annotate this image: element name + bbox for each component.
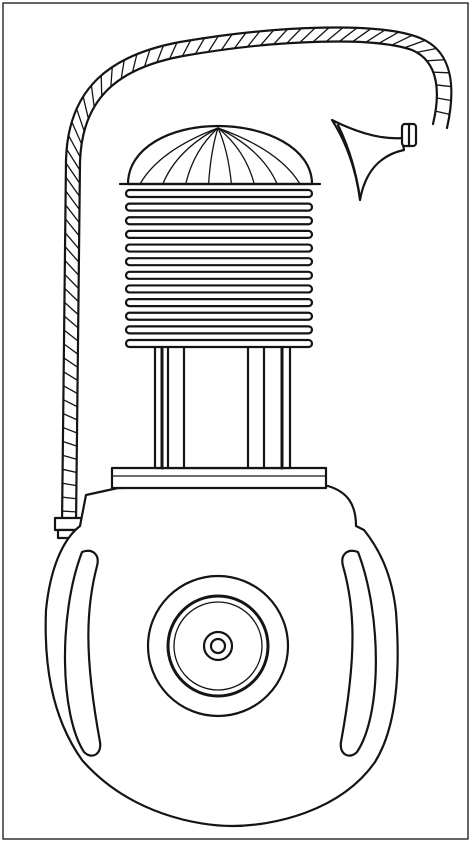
- hose-segment-ring: [325, 26, 344, 43]
- left-cooling-slot: [63, 549, 102, 757]
- hose-segment-ring: [61, 510, 77, 513]
- hose-segment-ring: [63, 287, 80, 303]
- hose-segment-ring: [61, 482, 78, 487]
- hose-segment-ring: [436, 97, 452, 102]
- hose-segment-ring: [65, 190, 81, 211]
- hose-segment-ring: [64, 245, 80, 263]
- hose-segment-ring: [64, 259, 80, 276]
- hose-segment-ring: [65, 162, 81, 185]
- hose-segment-ring: [110, 66, 113, 88]
- hose-segment-ring: [90, 84, 95, 108]
- hose-segment-ring: [351, 28, 372, 43]
- cooling-fin: [124, 270, 314, 280]
- cylinder-base-flange: [110, 466, 328, 490]
- hose-segment-ring: [312, 26, 330, 43]
- hose-segment-ring: [62, 412, 78, 421]
- cooling-fin: [124, 257, 314, 267]
- dome-rib: [162, 127, 219, 185]
- hose-segment-ring: [67, 134, 81, 158]
- hose-segment-ring: [364, 29, 386, 44]
- hose-segment-ring: [286, 27, 303, 44]
- dome-rib: [217, 127, 255, 185]
- flexible-hose: [60, 26, 453, 527]
- exhaust-horn: [330, 118, 418, 202]
- dome-ribs: [139, 127, 301, 185]
- hose-segment-ring: [64, 204, 80, 224]
- hose-segment-ring: [63, 371, 79, 382]
- hose-segment-ring: [338, 27, 358, 43]
- hose-segment-ring: [65, 148, 81, 171]
- crank-hub: [202, 630, 234, 662]
- cooling-fins: [124, 188, 314, 349]
- cooling-fin: [124, 216, 314, 226]
- hose-segment-ring: [120, 59, 125, 80]
- hose-segment-ring: [131, 53, 138, 73]
- hose-segment-ring: [390, 34, 413, 46]
- hose-outer-wall: [60, 26, 453, 527]
- dome-rib: [217, 127, 301, 185]
- hose-segment-ring: [71, 121, 83, 145]
- hose-segment-ring: [207, 35, 219, 53]
- hose-segment-ring: [259, 29, 275, 47]
- cooling-fin: [124, 325, 314, 335]
- cooling-fin: [124, 284, 314, 294]
- hose-segment-ring: [62, 440, 78, 447]
- hose-segment-ring: [435, 84, 452, 88]
- hose-segment-ring: [416, 47, 437, 54]
- cooling-fin: [124, 188, 314, 199]
- hose-segment-ring: [63, 315, 79, 329]
- hose-inner-wall: [74, 40, 438, 527]
- hose-segment-ring: [272, 28, 289, 45]
- cooling-fin: [124, 311, 314, 321]
- hose-segment-ring: [220, 33, 233, 51]
- hose-segment-ring: [64, 231, 80, 250]
- hose-segment-ring: [75, 108, 85, 132]
- dome-rib: [207, 127, 219, 185]
- flywheel-inner-ring: [166, 594, 270, 698]
- hose-segment-ring: [426, 59, 446, 62]
- hose-segment-ring: [62, 385, 79, 395]
- right-cooling-slot: [339, 549, 377, 757]
- hose-segment-ring: [246, 30, 261, 48]
- dome-rib: [185, 127, 219, 185]
- hose-segment-ring: [62, 454, 78, 460]
- hose-segment-ring: [377, 31, 400, 45]
- hose-segment-ring: [63, 329, 79, 342]
- hose-segment-rings: [61, 26, 452, 513]
- hose-segment-ring: [64, 218, 80, 237]
- hose-segment-ring: [233, 32, 247, 49]
- hose-segment-ring: [65, 176, 81, 198]
- hose-segment-ring: [62, 426, 78, 434]
- hose-segment-ring: [143, 48, 151, 68]
- hose-segment-ring: [156, 44, 165, 63]
- cylinder-dome-cap: [118, 124, 322, 186]
- hose-segment-ring: [194, 37, 206, 55]
- hose-segment-ring: [61, 468, 78, 474]
- hose-segment-ring: [82, 95, 90, 120]
- hose-segment-ring: [403, 39, 426, 49]
- dome-rib: [139, 127, 219, 185]
- hose-segment-ring: [432, 71, 450, 74]
- dome-rib: [217, 127, 278, 185]
- cooling-fin: [124, 202, 314, 212]
- hose-segment-ring: [61, 496, 77, 500]
- hose-segment-ring: [63, 343, 79, 355]
- hose-segment-ring: [181, 39, 192, 57]
- dome-rib: [217, 127, 233, 185]
- cooling-fin: [124, 297, 314, 308]
- cooling-fin: [124, 243, 314, 253]
- hose-segment-ring: [63, 357, 79, 368]
- hose-segment-ring: [64, 273, 80, 290]
- cooling-fin: [124, 338, 314, 349]
- cooling-fin: [124, 229, 314, 240]
- hose-segment-ring: [63, 301, 79, 316]
- hose-segment-ring: [434, 110, 451, 115]
- hose-segment-ring: [168, 41, 178, 60]
- cylinder-barrel: [153, 343, 292, 470]
- hose-segment-ring: [299, 27, 316, 44]
- hose-segment-ring: [62, 399, 78, 408]
